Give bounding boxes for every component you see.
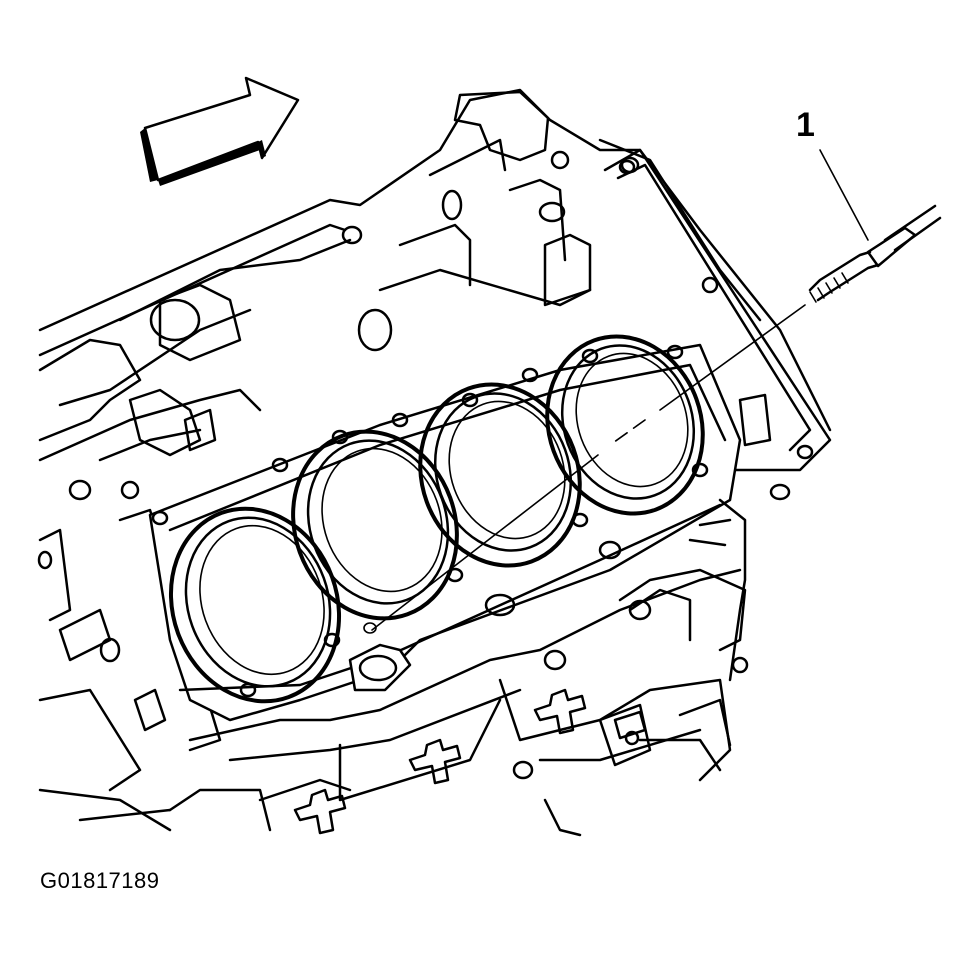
callout-leader-line [371, 149, 869, 631]
figure-code-label: G01817189 [40, 868, 160, 893]
oil-gallery-plug-tool [808, 204, 942, 303]
oil-gallery-hole [348, 622, 412, 692]
front-cover-plate [603, 148, 832, 501]
left-side-components [37, 238, 352, 792]
cylinder-bore-4 [545, 334, 705, 516]
front-direction-arrow-icon [140, 76, 300, 186]
lower-crankcase [168, 568, 749, 837]
cylinder-bore-3 [418, 382, 582, 568]
callout-number-1: 1 [796, 106, 815, 144]
block-lower-right [38, 498, 747, 832]
cylinder-bore-2 [291, 429, 459, 621]
deck-bolt-holes [151, 344, 709, 698]
crankcase-ribs [293, 688, 587, 835]
